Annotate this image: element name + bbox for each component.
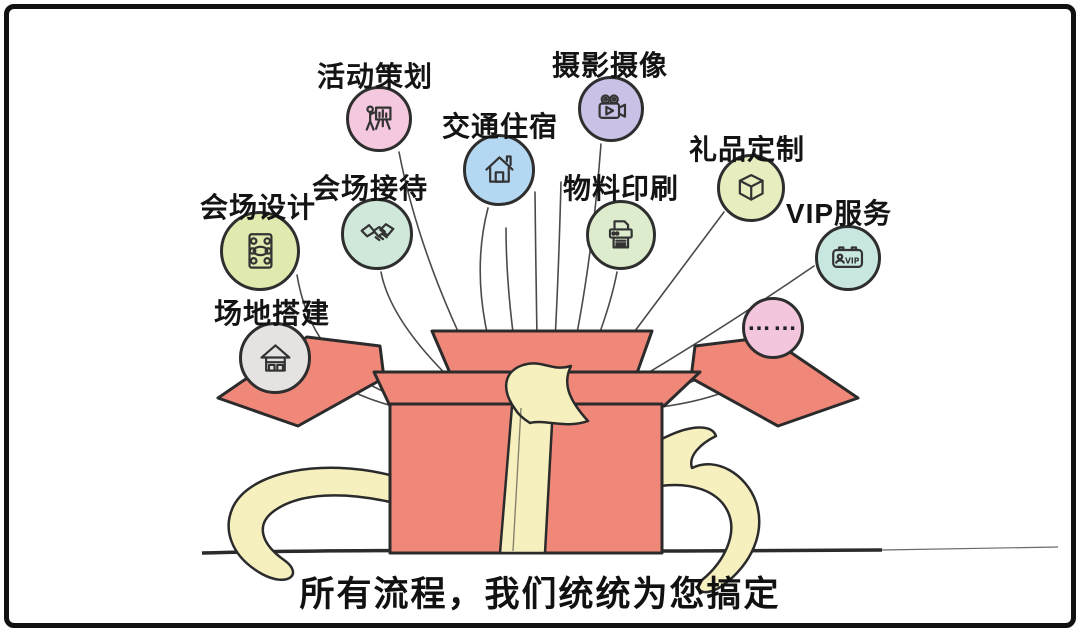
service-label-vip-service: VIP服务 <box>785 198 893 229</box>
service-circle-reception <box>341 198 413 270</box>
video-camera-icon <box>592 90 629 127</box>
service-circle-event-planning <box>346 86 412 152</box>
service-circle-printing <box>586 200 656 270</box>
service-label-transport-lodging: 交通住宿 <box>441 111 559 142</box>
service-circle-site-construction <box>239 322 311 394</box>
service-circle-venue-design <box>220 211 300 291</box>
service-label-printing: 物料印刷 <box>562 173 680 204</box>
handshake-icon <box>357 214 398 255</box>
stage-construction-icon <box>255 338 296 379</box>
service-label-site-construction: 场地搭建 <box>213 298 331 329</box>
tagline: 所有流程，我们统统为您搞定 <box>299 575 781 614</box>
vip-card-text: VIP <box>845 257 860 266</box>
service-label-event-planning: 活动策划 <box>316 61 434 92</box>
ribbon-curl <box>504 362 590 426</box>
gift-box-icon <box>732 169 770 207</box>
ribbon-tails <box>227 426 761 594</box>
presentation-icon <box>360 100 397 137</box>
service-label-gift-custom: 礼品定制 <box>688 134 806 165</box>
service-label-photo-video: 摄影摄像 <box>551 50 669 81</box>
vip-card-icon: VIP <box>829 239 866 276</box>
ellipsis-icon: …… <box>747 309 799 336</box>
service-circle-gift-custom <box>717 154 785 222</box>
service-circle-vip-service: VIP <box>815 225 881 291</box>
seating-plan-icon <box>237 228 283 274</box>
service-circle-more: …… <box>742 297 804 359</box>
service-circle-transport-lodging <box>463 134 535 206</box>
service-label-reception: 会场接待 <box>311 173 429 204</box>
service-label-venue-design: 会场设计 <box>199 192 317 223</box>
house-icon <box>479 150 520 191</box>
ribbon <box>498 362 590 555</box>
printer-icon <box>601 215 641 255</box>
service-circle-photo-video <box>578 76 644 142</box>
